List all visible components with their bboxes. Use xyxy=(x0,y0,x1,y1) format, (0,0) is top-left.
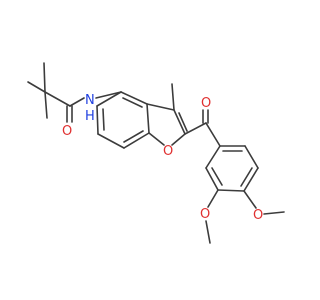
molecule-structure: O N H O O O O xyxy=(27,62,285,244)
bond xyxy=(205,220,211,244)
bond xyxy=(205,122,221,147)
atom-labels: O N H O O O O xyxy=(62,93,263,223)
bond xyxy=(171,83,175,111)
bond xyxy=(243,167,259,192)
furan-oxygen-label: O xyxy=(163,144,173,159)
bond xyxy=(263,211,285,215)
bond xyxy=(207,189,219,208)
bond xyxy=(97,133,125,149)
bond xyxy=(96,105,99,135)
benzofuran-ring xyxy=(96,83,188,149)
amide-group xyxy=(66,91,122,123)
bond xyxy=(171,133,186,146)
bond xyxy=(95,91,122,99)
bond xyxy=(217,189,245,192)
bond xyxy=(184,122,207,135)
bond xyxy=(123,130,144,143)
bond xyxy=(43,62,46,93)
methoxy-groups xyxy=(205,189,285,244)
amide-hydrogen-label: H xyxy=(85,109,95,124)
bond xyxy=(27,81,46,93)
methoxy-4-oxygen-label: O xyxy=(253,208,263,223)
bond xyxy=(205,167,219,191)
methoxy-3-oxygen-label: O xyxy=(200,207,210,222)
tert-butyl-group xyxy=(27,62,71,119)
bond xyxy=(44,91,71,107)
bond xyxy=(244,145,259,169)
dimethoxyphenyl-ring xyxy=(205,145,259,192)
bond xyxy=(69,97,85,107)
bond xyxy=(120,91,148,105)
bond xyxy=(146,103,150,134)
amide-nitrogen-label: N xyxy=(85,93,95,108)
bond xyxy=(205,145,221,169)
ketone-oxygen-label: O xyxy=(201,96,211,111)
bond xyxy=(211,167,223,186)
ketone-group xyxy=(184,109,221,147)
amide-oxygen-label: O xyxy=(62,124,72,139)
bond xyxy=(122,97,143,108)
bond xyxy=(96,91,122,107)
bond xyxy=(148,132,165,146)
bond xyxy=(178,112,188,132)
bond xyxy=(240,167,253,187)
bond xyxy=(243,190,257,209)
bond xyxy=(102,108,105,131)
bond xyxy=(146,103,175,111)
bond xyxy=(173,109,186,135)
structure-canvas: O N H O O O O xyxy=(27,62,285,244)
bond xyxy=(123,132,150,149)
bond xyxy=(44,91,48,119)
